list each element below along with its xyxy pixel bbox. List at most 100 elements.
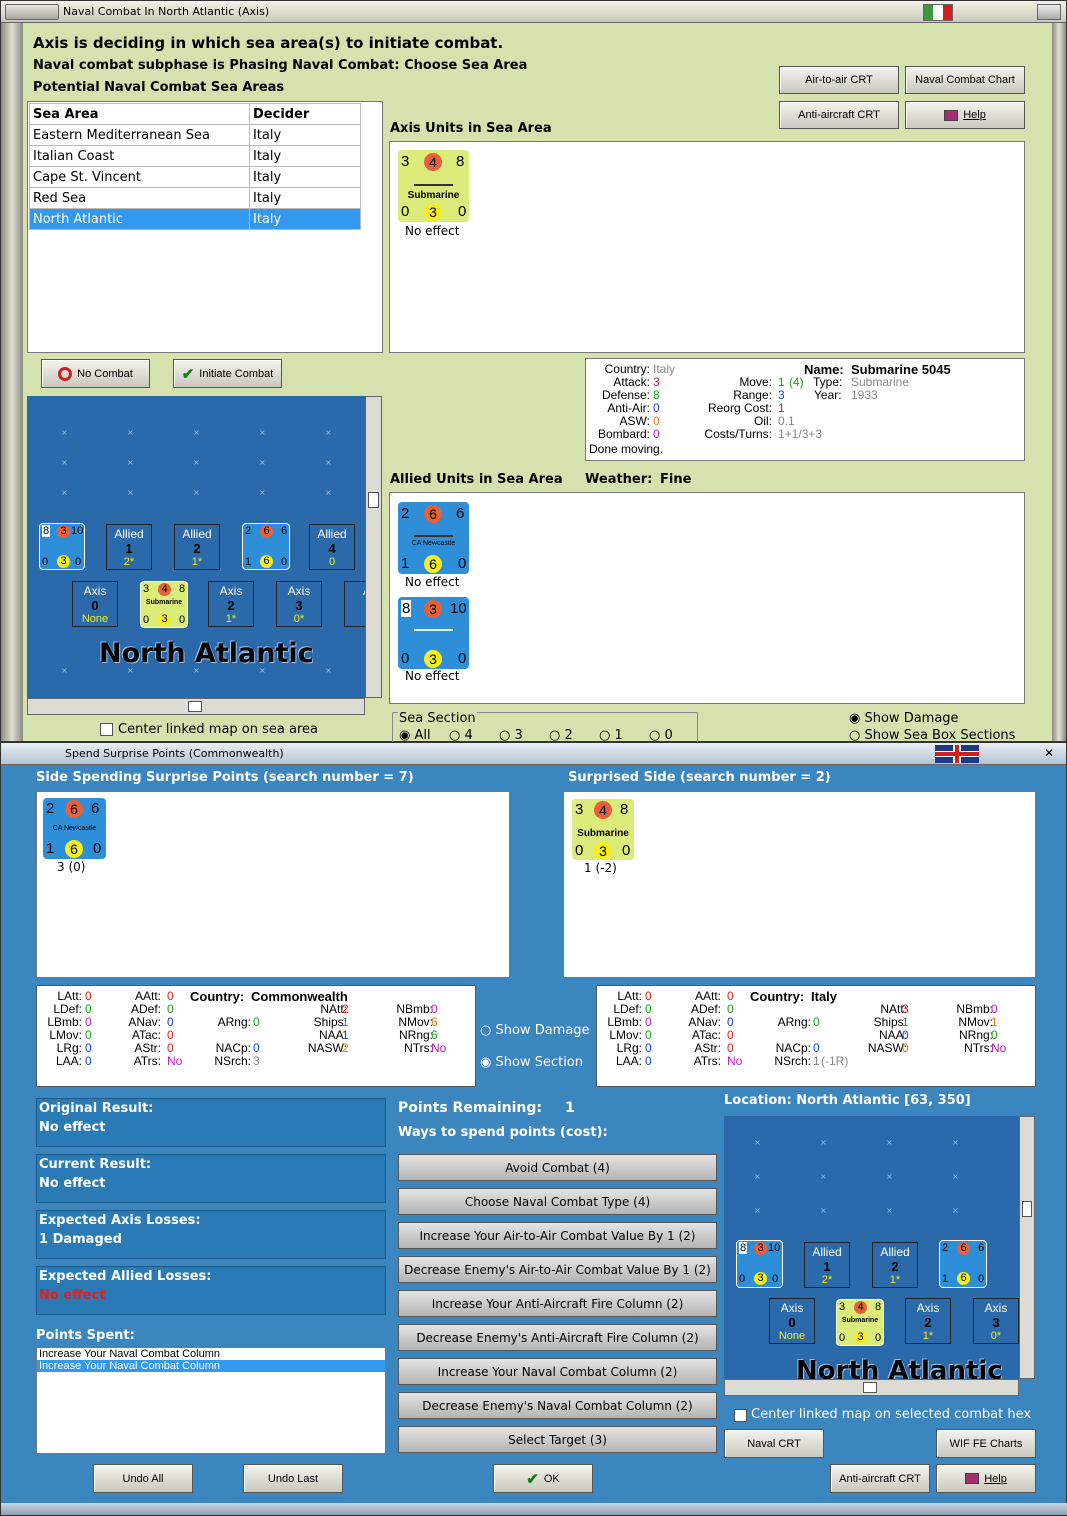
unit-name: Submarine	[841, 1317, 879, 1324]
map-vertical-scrollbar[interactable]	[365, 396, 382, 698]
label: Move:	[739, 375, 772, 389]
radio-4[interactable]: ○ 4	[449, 728, 473, 743]
stat-value: 0	[645, 1002, 652, 1016]
surprised-stats-panel: LAtt:0 LDef:0 LBmb:0 LMov:0 LRg:0 LAA:0 …	[596, 985, 1036, 1087]
decrease-enemy-naval-combat-button[interactable]: Decrease Enemy's Naval Combat Column (2)	[398, 1392, 717, 1419]
points-spent-list[interactable]: Increase Your Naval Combat Column Increa…	[36, 1347, 386, 1454]
undo-last-button[interactable]: Undo Last	[243, 1464, 343, 1493]
map-horizontal-scrollbar[interactable]	[27, 698, 365, 715]
air-to-air-crt-button[interactable]: Air-to-air CRT	[779, 66, 899, 94]
increase-anti-aircraft-button[interactable]: Increase Your Anti-Aircraft Fire Column …	[398, 1290, 717, 1317]
ca-newcastle-counter[interactable]: 2 6 6 1 6 0	[242, 523, 290, 570]
unit-value: 0	[281, 556, 288, 568]
unit-name: Submarine	[407, 190, 460, 201]
stat-value-extra: (-1R)	[821, 1054, 849, 1068]
anti-aircraft-crt-button[interactable]: Anti-aircraft CRT	[830, 1464, 930, 1493]
sea-area-map[interactable]: ××××× ××××× ××××× ××××× 8 3 10 0 3 0 All…	[27, 396, 365, 698]
choose-naval-combat-type-button[interactable]: Choose Naval Combat Type (4)	[398, 1188, 717, 1215]
axis-box-4[interactable]: A	[344, 581, 365, 627]
no-combat-button[interactable]: No Combat	[41, 359, 150, 388]
unit-value: 3	[57, 555, 70, 568]
increase-naval-combat-button[interactable]: Increase Your Naval Combat Column (2)	[398, 1358, 717, 1385]
initiate-combat-button[interactable]: ✔Initiate Combat	[173, 359, 282, 388]
show-sections-radio[interactable]: ○ Show Sea Box Sections	[849, 728, 1016, 743]
points-spent-label: Points Spent:	[36, 1328, 135, 1343]
unit-range: 6	[456, 505, 465, 522]
increase-air-to-air-button[interactable]: Increase Your Air-to-Air Combat Value By…	[398, 1222, 717, 1249]
undo-all-button[interactable]: Undo All	[93, 1464, 193, 1493]
list-item[interactable]: Increase Your Naval Combat Column	[39, 1348, 220, 1360]
scroll-arrow-icon[interactable]	[1037, 4, 1061, 20]
radio-all[interactable]: ◉ All	[399, 728, 431, 743]
box-status: 0*	[990, 1330, 1002, 1342]
allied-unit-counter[interactable]: 8 3 10 0 3 0	[39, 523, 85, 570]
unit-value: 1	[401, 555, 410, 572]
close-icon[interactable]: ✕	[1043, 746, 1055, 760]
radio-3[interactable]: ○ 3	[499, 728, 523, 743]
allied-unit-counter[interactable]: 8 3 10 0 3 0	[736, 1240, 783, 1288]
result-heading: Expected Allied Losses:	[39, 1269, 212, 1284]
submarine-map-counter[interactable]: 3 4 8 Submarine 0 3 0	[140, 581, 188, 628]
submarine-map-counter[interactable]: 3 4 8 Submarine 0 3 0	[836, 1299, 884, 1346]
decrease-enemy-air-to-air-button[interactable]: Decrease Enemy's Air-to-Air Combat Value…	[398, 1256, 717, 1283]
center-map-checkbox[interactable]	[734, 1409, 747, 1422]
radio-0[interactable]: ○ 0	[649, 728, 673, 743]
ca-newcastle-unit-counter[interactable]: 2 6 6 CA Newcastle 1 6 0	[43, 798, 106, 859]
decrease-enemy-anti-aircraft-button[interactable]: Decrease Enemy's Anti-Aircraft Fire Colu…	[398, 1324, 717, 1351]
help-button[interactable]: Help	[936, 1464, 1036, 1493]
stat-value: 6	[431, 1028, 438, 1042]
show-damage-radio[interactable]: ○ Show Damage	[480, 1023, 590, 1038]
ca-newcastle-counter[interactable]: 2 6 6 1 6 0	[939, 1240, 987, 1288]
map-vertical-scrollbar[interactable]	[1019, 1116, 1035, 1379]
label: Type:	[813, 375, 843, 389]
select-target-button[interactable]: Select Target (3)	[398, 1426, 717, 1453]
stat-value: 0	[727, 1015, 734, 1029]
naval-combat-chart-button[interactable]: Naval Combat Chart	[905, 66, 1025, 94]
stat-value: No	[167, 1054, 183, 1068]
list-item-selected[interactable]: Increase Your Naval Combat Column	[37, 1360, 385, 1372]
wif-fe-charts-button[interactable]: WIF FE Charts	[936, 1429, 1036, 1458]
submarine-unit-counter[interactable]: 3 4 8 Submarine 0 3 0	[398, 150, 469, 222]
allied-battleship-counter[interactable]: 8 3 10 0 3 0	[398, 597, 469, 669]
ok-button[interactable]: ✔OK	[493, 1464, 593, 1493]
show-section-radio[interactable]: ◉ Show Section	[480, 1055, 583, 1070]
no-icon	[58, 366, 73, 381]
center-map-checkbox[interactable]	[100, 723, 113, 736]
points-remaining-value: 1	[565, 1100, 575, 1116]
stat-value: 1	[991, 1015, 998, 1029]
radio-label: 2	[564, 728, 573, 743]
anti-aircraft-crt-button[interactable]: Anti-aircraft CRT	[779, 101, 899, 129]
submarine-unit-counter[interactable]: 3 4 8 Submarine 0 3 0	[572, 799, 634, 860]
ca-newcastle-unit-counter[interactable]: 2 6 6 CA Newcastle 1 6 0	[398, 502, 469, 574]
system-menu-button[interactable]	[5, 4, 59, 20]
italy-flag-icon	[923, 4, 953, 21]
map-horizontal-scrollbar[interactable]	[724, 1379, 1019, 1396]
avoid-combat-button[interactable]: Avoid Combat (4)	[398, 1154, 717, 1181]
naval-crt-button[interactable]: Naval CRT	[724, 1429, 824, 1458]
unit-attack: 2	[46, 800, 55, 817]
radio-2[interactable]: ○ 2	[549, 728, 573, 743]
radio-1[interactable]: ○ 1	[599, 728, 623, 743]
help-button[interactable]: Help	[905, 101, 1025, 129]
expected-axis-losses-box: Expected Axis Losses:1 Damaged	[36, 1210, 386, 1259]
radio-label: Show Damage	[495, 1023, 590, 1038]
decider-cell: Italy	[249, 187, 361, 209]
show-damage-radio[interactable]: ◉ Show Damage	[849, 711, 959, 726]
